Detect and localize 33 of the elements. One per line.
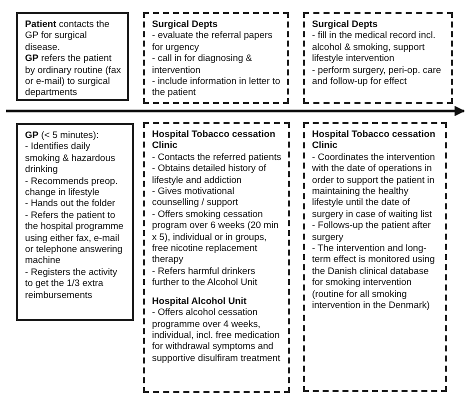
- box-text: - Offers smoking cessation program over 6 weeks (20 min x 5), individual or in groups, free nicotine replacement therapy: [152, 208, 280, 265]
- box-text: - Recommends preop. change in lifestyle: [25, 174, 119, 198]
- dashed-process-box: [143, 122, 290, 393]
- box-text: - Obtains detailed history of lifestyle and addiction: [152, 162, 268, 186]
- process-box: [16, 12, 129, 101]
- box-text: - evaluate the referral papers for urgency: [152, 29, 274, 52]
- box-text: - The intervention and long-term effect is monitored using the Danish clinical database for smoking intervention (routine for all smoking intervention in the Denmark): [312, 242, 436, 310]
- box-text: - Coordinates the intervention with the date of operations in order to support the patient in maintaining the healthy lifestyle until the date of surgery in case of waiting list: [312, 150, 436, 220]
- box-text: - Refers harmful drinkers further to the Alcohol Unit: [152, 264, 258, 288]
- process-box: [16, 123, 134, 321]
- dashed-process-box: [143, 12, 289, 104]
- box-text: - Offers alcohol cessation programme over 4 weeks, individual, incl. free medication for withdrawal symptoms and supportive disulfiram treatment: [152, 306, 282, 364]
- box-text: - Contacts the referred patients: [152, 150, 282, 162]
- box-text: - fill in the medical record incl. alcohol & smoking, support lifestyle intervention: [312, 29, 436, 64]
- box-text: - Hands out the folder: [25, 197, 116, 209]
- box-heading: Surgical Depts: [152, 18, 219, 30]
- box-heading: Hospital Tobacco cessation Clinic: [152, 128, 276, 151]
- box-text: GP refers the patient by ordinary routine (fax or e-mail) to surgical departments: [25, 52, 122, 98]
- box-heading: Hospital Alcohol Unit: [152, 294, 248, 306]
- box-heading: Surgical Depts: [312, 18, 379, 30]
- box-text: GP (< 5 minutes):: [25, 129, 100, 140]
- box-text: - Refers the patient to the hospital programme using either fax, e-mail or telephone answering machine: [25, 208, 124, 266]
- box-heading: Hospital Tobacco cessation Clinic: [312, 128, 436, 151]
- box-text: - perform surgery, peri-op. care and follow-up for effect: [312, 64, 442, 86]
- box-text: - Follows-up the patient after surgery: [312, 219, 432, 242]
- box-text: - Registers the activity to get the 1/3 extra reimbursements: [25, 266, 118, 300]
- box-text: - Gives motivational counselling / support: [152, 185, 239, 208]
- box-text: - call in for diagnosing & intervention: [152, 52, 254, 76]
- box-text: - Identifies daily smoking & hazardous drinking: [25, 140, 116, 175]
- dashed-process-box: [303, 122, 447, 392]
- box-text: - include information in letter to the patient: [152, 75, 282, 98]
- dashed-process-box: [303, 12, 453, 104]
- box-text: Patient contacts the GP for surgical disease.: [25, 18, 110, 52]
